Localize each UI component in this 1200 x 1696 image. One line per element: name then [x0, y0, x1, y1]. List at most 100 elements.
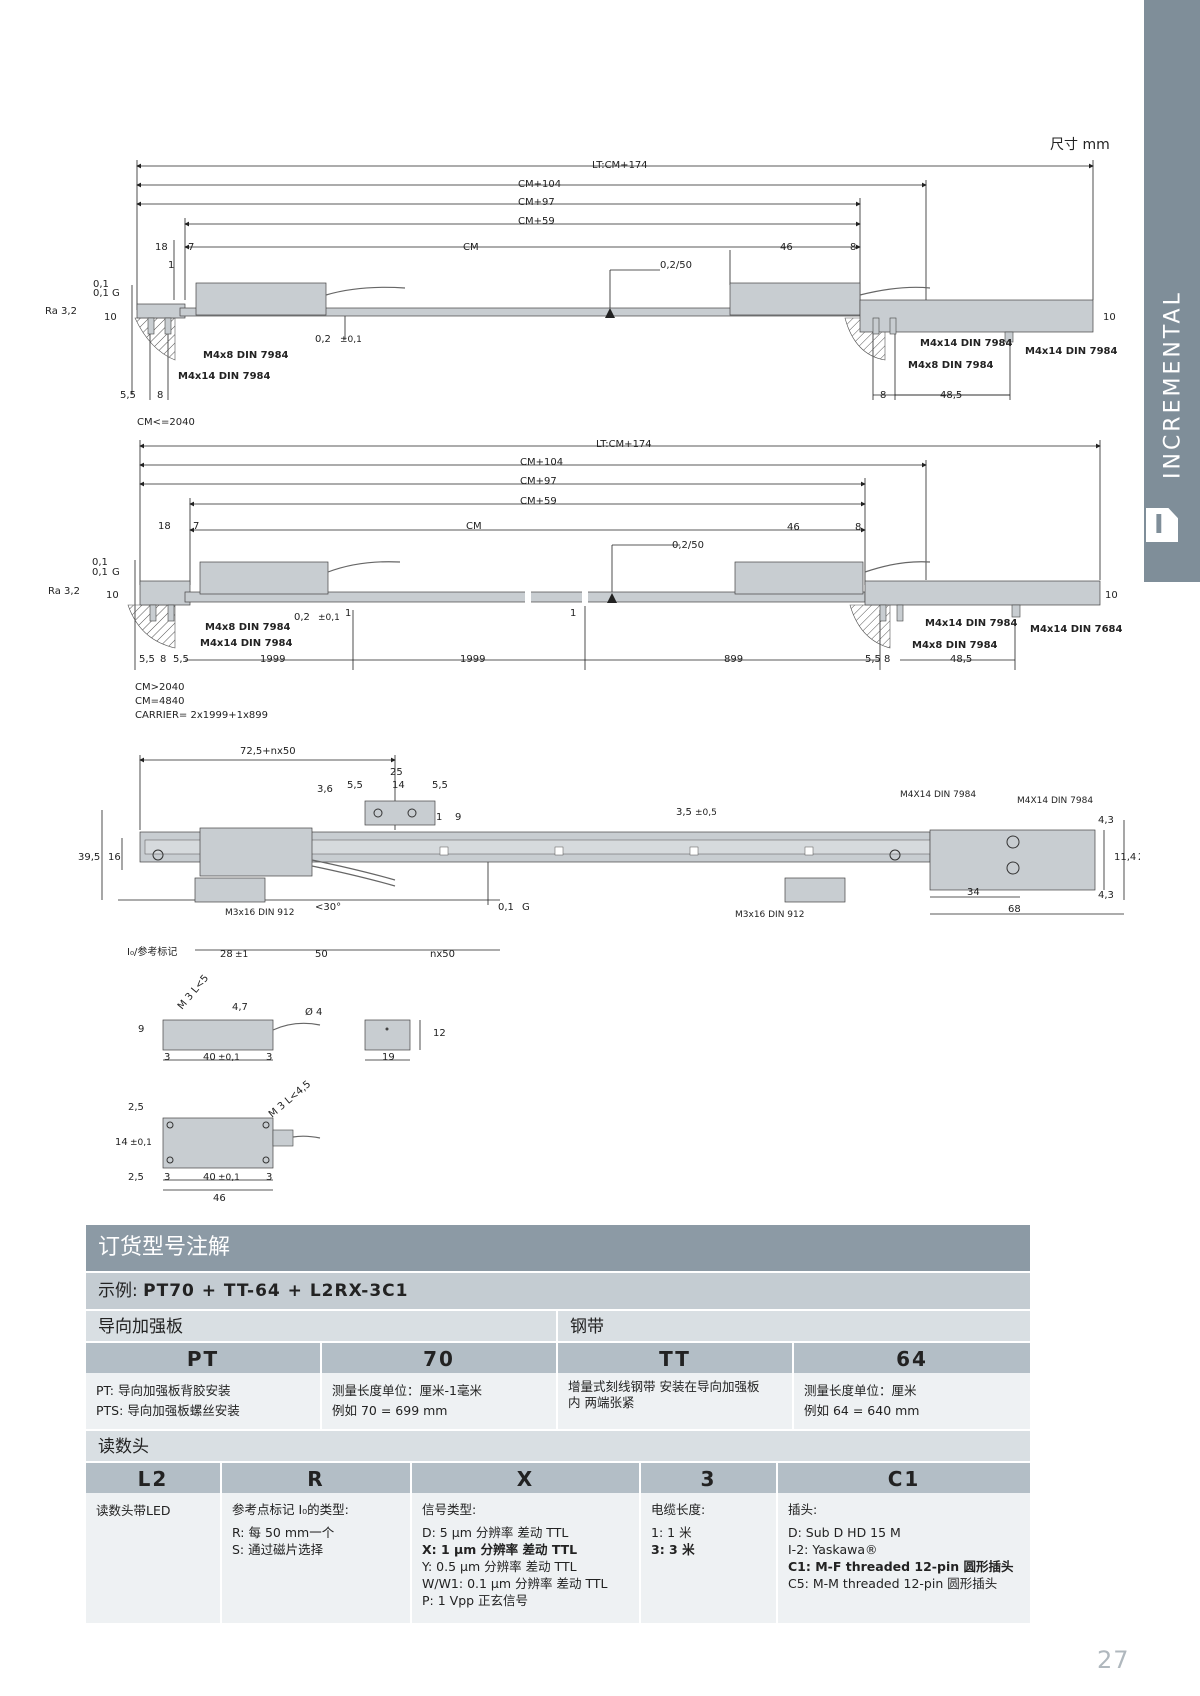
- svg-text:M4x14 DIN 7684: M4x14 DIN 7684: [1030, 624, 1123, 635]
- svg-text:0,2: 0,2: [315, 334, 331, 345]
- drawing-1-labels: LT:CM+174 CM+104 CM+97 CM+59 18 7 CM 46 …: [45, 160, 1118, 428]
- svg-text:2,5: 2,5: [128, 1172, 144, 1183]
- svg-text:±0,1: ±0,1: [130, 1138, 152, 1148]
- svg-text:0,2/50: 0,2/50: [672, 540, 704, 551]
- code-l2: L2: [86, 1461, 222, 1493]
- svg-text:G: G: [112, 288, 120, 299]
- svg-text:0,1: 0,1: [92, 567, 108, 578]
- svg-text:±0,1: ±0,1: [340, 335, 362, 345]
- svg-text:3,6: 3,6: [317, 784, 333, 795]
- svg-text:8: 8: [884, 654, 890, 665]
- svg-text:4,7: 4,7: [232, 1002, 248, 1013]
- svg-text:5,5: 5,5: [139, 654, 155, 665]
- svg-text:M4x14 DIN 7984: M4x14 DIN 7984: [1025, 346, 1118, 357]
- svg-text:M 3 L<4,5: M 3 L<4,5: [267, 1079, 313, 1120]
- svg-text:1999: 1999: [260, 654, 285, 665]
- svg-text:M4X14 DIN 7984: M4X14 DIN 7984: [900, 790, 976, 800]
- svg-text:3: 3: [266, 1172, 272, 1183]
- desc-l2: 读数头带LED: [86, 1493, 222, 1623]
- svg-text:5,5: 5,5: [865, 654, 881, 665]
- svg-text:16: 16: [108, 852, 121, 863]
- svg-text:I₀/参考标记: I₀/参考标记: [127, 945, 177, 958]
- svg-text:18: 18: [155, 242, 168, 253]
- svg-text:5,5: 5,5: [347, 780, 363, 791]
- svg-text:5,5: 5,5: [432, 780, 448, 791]
- svg-text:Ø 4: Ø 4: [305, 1006, 322, 1018]
- svg-text:10: 10: [1105, 590, 1118, 601]
- drawing-2: [134, 440, 1101, 670]
- svg-text:M 3 L<5: M 3 L<5: [176, 973, 211, 1012]
- svg-text:46: 46: [213, 1193, 226, 1204]
- code-tt: TT: [558, 1341, 794, 1373]
- svg-text:1: 1: [168, 260, 174, 271]
- svg-text:19: 19: [382, 1052, 395, 1063]
- code-x: X: [412, 1461, 641, 1493]
- svg-text:72,5+nx50: 72,5+nx50: [240, 746, 296, 757]
- code-pt: PT: [86, 1341, 322, 1373]
- svg-text:12: 12: [433, 1028, 446, 1039]
- svg-text:M4x14 DIN 7984: M4x14 DIN 7984: [925, 618, 1018, 629]
- svg-text:CM=4840: CM=4840: [135, 696, 184, 707]
- svg-text:M4x14 DIN 7984: M4x14 DIN 7984: [920, 338, 1013, 349]
- order-title: 订货型号注解: [86, 1225, 1030, 1271]
- svg-text:3: 3: [164, 1172, 170, 1183]
- svg-text:Ra 3,2: Ra 3,2: [48, 586, 80, 597]
- svg-text:CM: CM: [466, 521, 482, 532]
- desc-70: 测量长度单位：厘米-1毫米例如 70 = 699 mm: [322, 1373, 558, 1429]
- svg-text:1999: 1999: [460, 654, 485, 665]
- svg-text:0,1: 0,1: [498, 902, 514, 913]
- units-note: 尺寸 mm: [1050, 137, 1110, 153]
- svg-text:±0,1: ±0,1: [218, 1173, 240, 1183]
- svg-text:±0,1: ±0,1: [218, 1053, 240, 1063]
- svg-text:M4x8 DIN 7984: M4x8 DIN 7984: [912, 640, 998, 651]
- svg-text:899: 899: [724, 654, 743, 665]
- svg-text:46: 46: [787, 522, 800, 533]
- svg-text:0,1: 0,1: [93, 279, 109, 290]
- svg-text:1: 1: [436, 812, 442, 823]
- svg-text:±0,5: ±0,5: [695, 808, 717, 818]
- drawing-3: [101, 755, 1125, 951]
- svg-text:CM<=2040: CM<=2040: [137, 417, 195, 428]
- svg-text:18: 18: [158, 521, 171, 532]
- svg-text:0,2: 0,2: [294, 612, 310, 623]
- svg-text:3: 3: [164, 1052, 170, 1063]
- svg-text:CM>2040: CM>2040: [135, 682, 184, 693]
- code-70: 70: [322, 1341, 558, 1373]
- drawing-2-labels: LT:CM+174 CM+104 CM+97 CM+59 18 7 CM 46 …: [48, 439, 1123, 721]
- head-section: 读数头: [86, 1429, 1030, 1461]
- svg-text:2,5: 2,5: [128, 1102, 144, 1113]
- svg-text:M4x8 DIN 7984: M4x8 DIN 7984: [203, 350, 289, 361]
- svg-text:20: 20: [1138, 852, 1140, 863]
- svg-text:48,5: 48,5: [940, 390, 962, 401]
- guide-section: 导向加强板: [86, 1309, 558, 1341]
- svg-text:G: G: [522, 902, 530, 913]
- code-64: 64: [794, 1341, 1030, 1373]
- drawing-3-labels: 72,5+nx50 25 3,6 5,5 14 5,5 1 9 39,5 16 …: [78, 746, 1140, 960]
- svg-text:M4x14 DIN 7984: M4x14 DIN 7984: [200, 638, 293, 649]
- order-example: 示例: PT70 + TT-64 + L2RX-3C1: [86, 1271, 1030, 1309]
- tape-section: 钢带: [558, 1309, 1030, 1341]
- svg-text:40: 40: [203, 1052, 216, 1063]
- svg-text:0,1: 0,1: [93, 288, 109, 299]
- drawing-1-parts: [134, 282, 1094, 361]
- svg-text:9: 9: [138, 1024, 144, 1035]
- svg-text:CM+59: CM+59: [520, 496, 557, 507]
- svg-text:M4x8 DIN 7984: M4x8 DIN 7984: [908, 360, 994, 371]
- svg-text:Ra 3,2: Ra 3,2: [45, 306, 77, 317]
- svg-text:46: 46: [780, 242, 793, 253]
- section-tab: INCREMENTAL: [1144, 0, 1200, 582]
- order-table: 订货型号注解 示例: PT70 + TT-64 + L2RX-3C1 导向加强板…: [86, 1225, 1030, 1623]
- svg-text:8: 8: [855, 522, 861, 533]
- svg-text:M4x8 DIN 7984: M4x8 DIN 7984: [205, 622, 291, 633]
- svg-text:M4x14 DIN 7984: M4x14 DIN 7984: [178, 371, 271, 382]
- desc-64: 测量长度单位：厘米例如 64 = 640 mm: [794, 1373, 1030, 1429]
- svg-text:M3x16 DIN 912: M3x16 DIN 912: [735, 910, 805, 920]
- svg-text:CM: CM: [463, 242, 479, 253]
- svg-text:7: 7: [193, 521, 199, 532]
- drawing-4: M 3 L<5 4,7 Ø 4 9 3 40 ±0,1 3 12 19: [138, 973, 446, 1063]
